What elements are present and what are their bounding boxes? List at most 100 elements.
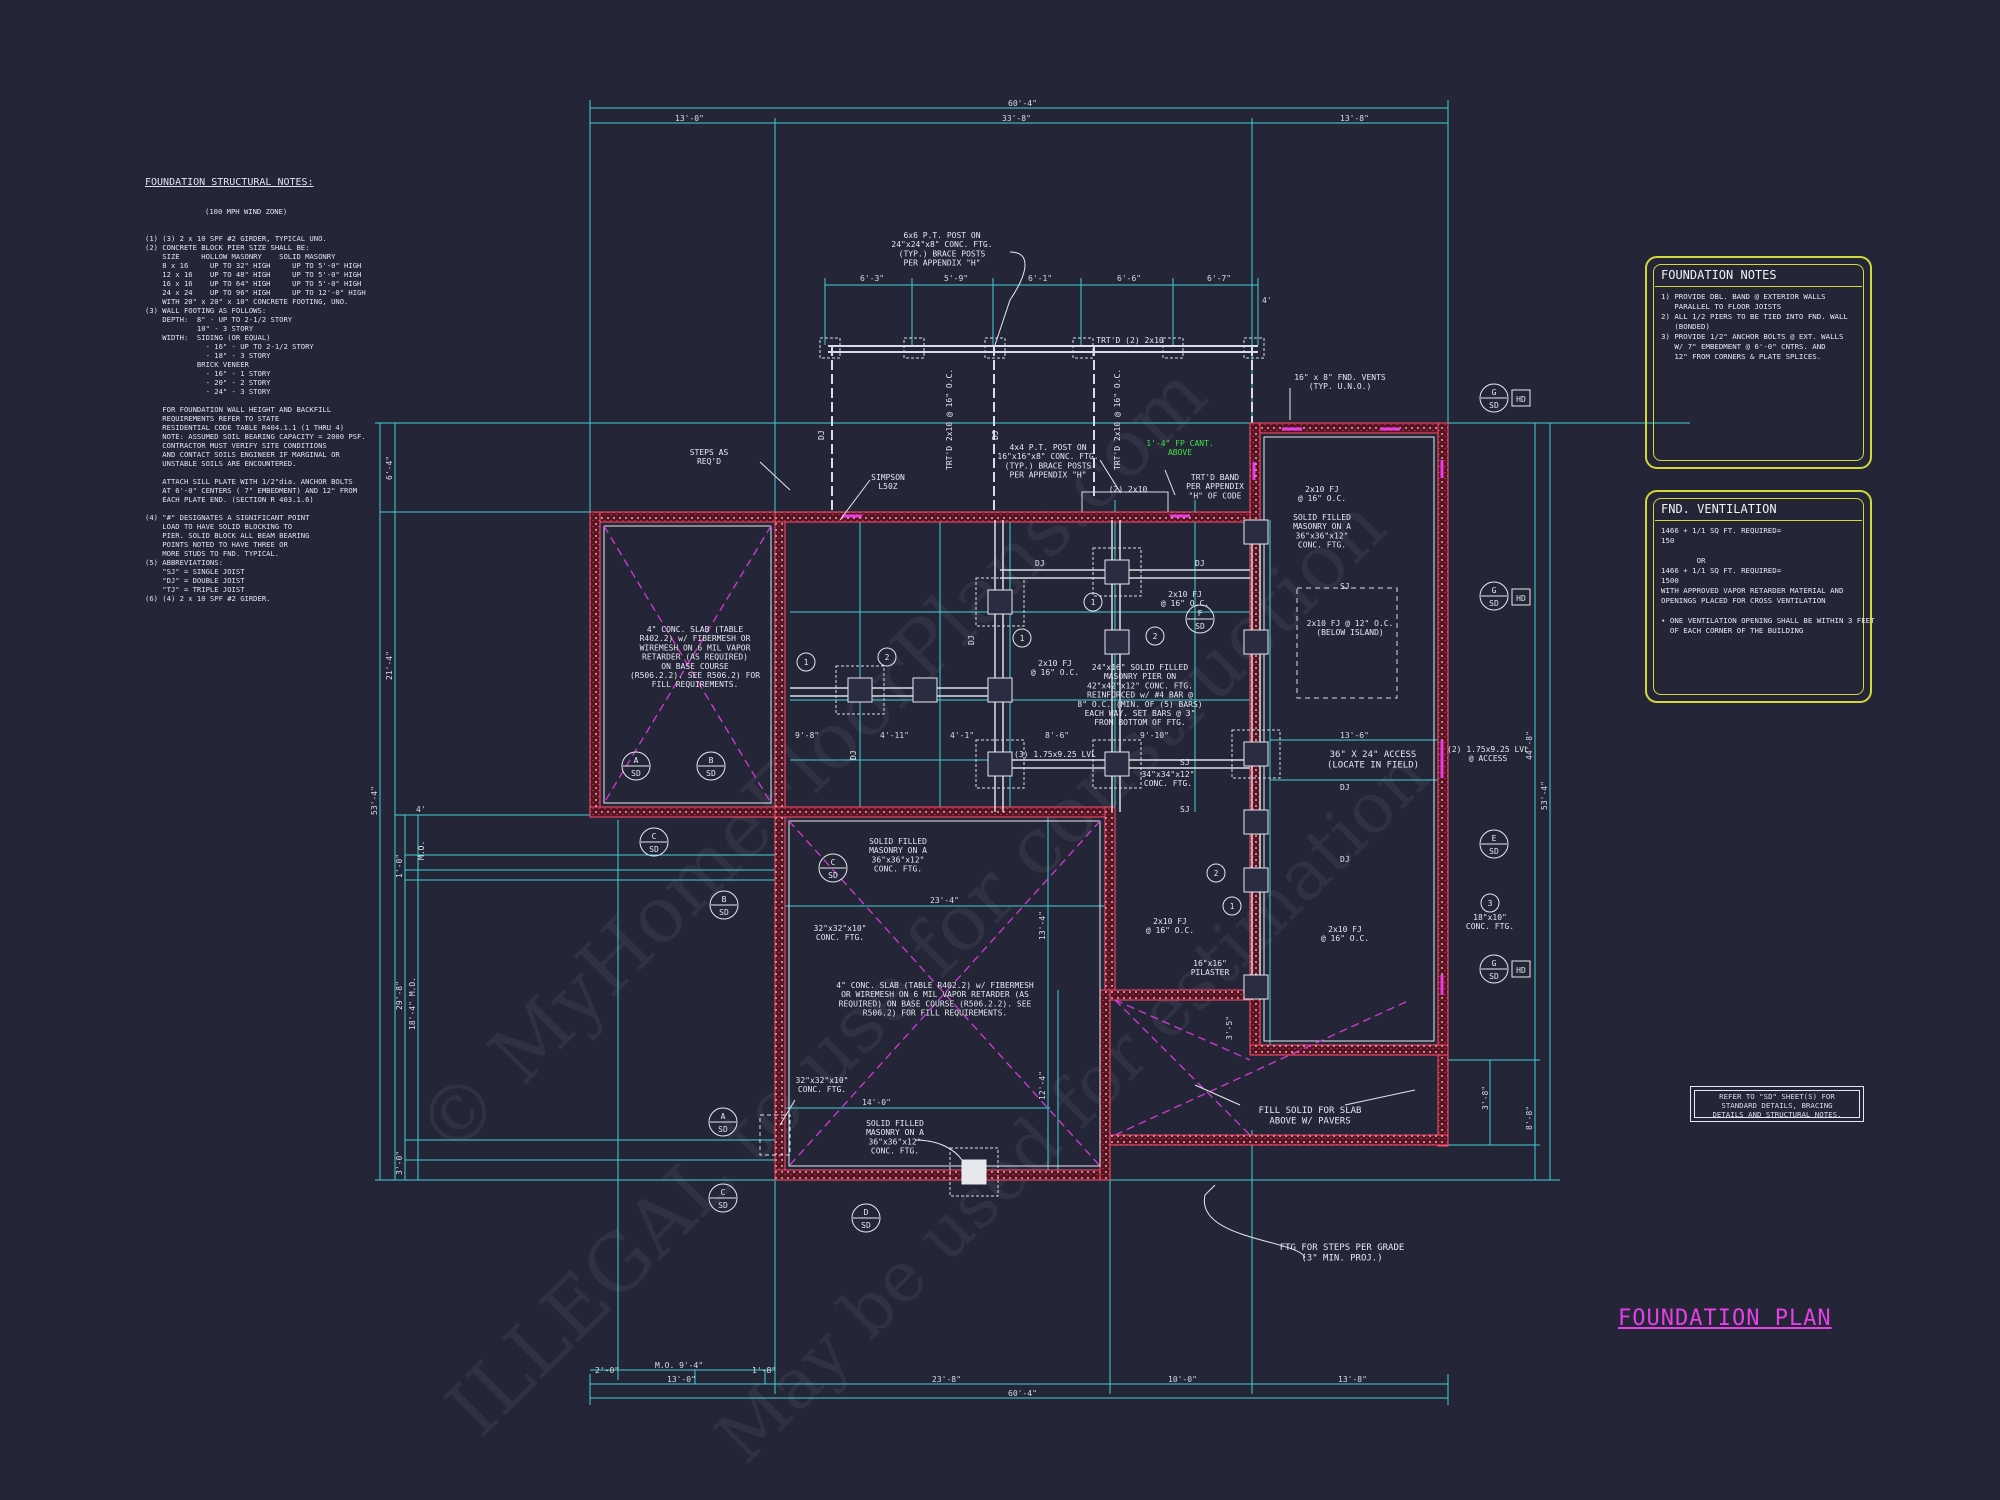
- note-line: 36"x36"x12": [872, 855, 925, 864]
- fnd-vents: [842, 427, 1444, 995]
- tag-sd-2: SD: [706, 769, 716, 778]
- note-line: PILASTER: [1191, 968, 1230, 977]
- dj-label-2: DJ: [1195, 559, 1205, 568]
- sj-label-1: SJ: [1340, 582, 1350, 591]
- foundation-notes-box: FOUNDATION NOTES 1) PROVIDE DBL. BAND @ …: [1645, 256, 1872, 469]
- note-line: 42"x42"x12" CONC. FTG.: [1087, 681, 1193, 690]
- dim-left-mo: 18'-4" M.O.: [408, 977, 417, 1030]
- tag-sd-6: SD: [718, 1125, 728, 1134]
- dim-step-14: 14'-0": [862, 1098, 891, 1107]
- note-line: FROM BOTTOM OF FTG.: [1094, 718, 1186, 727]
- tag-d-1: D: [864, 1208, 869, 1217]
- tag-g-2: G: [1492, 586, 1497, 595]
- note-line: ABOVE: [1168, 448, 1192, 457]
- note-line: 16"x16"x8" CONC. FTG.: [997, 452, 1098, 461]
- key-2-a: 2: [885, 653, 890, 662]
- note-slab-garage: 4" CONC. SLAB (TABLE R402.2) w/ FIBERMES…: [836, 981, 1034, 1018]
- note-line: 2x10 FJ: [1328, 925, 1362, 934]
- note-line: (TYP.) BRACE POSTS: [1005, 461, 1092, 470]
- sj-label-3: SJ: [1180, 758, 1190, 767]
- note-line: (2) 1.75x9.25 LVL: [1447, 745, 1529, 754]
- tag-sd-8: SD: [861, 1221, 871, 1230]
- note-line: @ 16" O.C.: [1321, 934, 1369, 943]
- tag-b-1: B: [709, 756, 714, 765]
- note-line: ABOVE W/ PAVERS: [1269, 1116, 1350, 1126]
- note-line: CONC. FTG.: [871, 1147, 919, 1156]
- tag-sd-4: SD: [719, 908, 729, 917]
- note-line: PER APPENDIX "H": [903, 259, 980, 268]
- note-line: MASONRY ON A: [869, 846, 927, 855]
- note-line: 36" X 24" ACCESS: [1330, 750, 1417, 760]
- note-line: 2x10 FJ: [1038, 659, 1072, 668]
- tag-sd-5: SD: [828, 871, 838, 880]
- note-line: @ 16" O.C.: [1161, 599, 1209, 608]
- foundation-notes-title: FOUNDATION NOTES: [1661, 268, 1777, 282]
- note-line: 6x6 P.T. POST ON: [903, 231, 980, 240]
- tag-sd-13: SD: [1489, 847, 1499, 856]
- tag-b-2: B: [722, 895, 727, 904]
- note-lvl: (3) 1.75x9.25 LVL: [1014, 750, 1096, 759]
- foundation-notes-body: 1) PROVIDE DBL. BAND @ EXTERIOR WALLS PA…: [1661, 292, 1848, 361]
- note-line: CONC. FTG.: [816, 933, 864, 942]
- note-line: WIREMESH ON 6 MIL VAPOR: [640, 643, 751, 652]
- note-line: FILL REQUIREMENTS.: [652, 680, 739, 689]
- tag-sd-3: SD: [649, 845, 659, 854]
- note-line: (2) 2x10: [1109, 485, 1148, 494]
- trtd-vertical-2: TRT'D 2x10 @ 16" O.C.: [1113, 369, 1122, 470]
- note-line: STEPS AS: [690, 448, 729, 457]
- note-line: CONC. FTG.: [1466, 922, 1514, 931]
- tag-c-3: C: [721, 1188, 726, 1197]
- note-line: FTG FOR STEPS PER GRADE: [1280, 1243, 1405, 1253]
- dim-right-2: 8'-8": [1525, 1106, 1534, 1130]
- tag-hd-3: HD: [1516, 966, 1526, 975]
- fnd-ventilation-box: FND. VENTILATION 1466 + 1/1 SQ FT. REQUI…: [1645, 490, 1875, 703]
- note-ftg-steps: FTG FOR STEPS PER GRADE(3" MIN. PROJ.): [1280, 1243, 1405, 1263]
- note-line: RETARDER (AS REQUIRED): [642, 653, 748, 662]
- piers: [847, 519, 1269, 1185]
- dim-86: 8'-6": [1045, 731, 1069, 740]
- note-line: (R506.2.2). SEE R506.2) FOR: [630, 671, 760, 680]
- structural-notes-body: (1) (3) 2 x 10 SPF #2 GIRDER, TYPICAL UN…: [145, 234, 366, 603]
- tag-sd-12: SD: [1489, 972, 1499, 981]
- note-cant: 1'-4" FP CANT.ABOVE: [1146, 439, 1213, 457]
- note-lvl-access: (2) 1.75x9.25 LVL@ ACCESS: [1447, 745, 1529, 763]
- refer-sd-note: REFER TO "SD" SHEET(S) FOR STANDARD DETA…: [1694, 1090, 1860, 1119]
- note-line: 36"x36"x12": [869, 1137, 922, 1146]
- note-line: (BELOW ISLAND): [1316, 628, 1383, 637]
- dim-garage-d1: 13'-4": [1038, 911, 1047, 940]
- tag-hd-2: HD: [1516, 594, 1526, 603]
- fnd-ventilation-title: FND. VENTILATION: [1661, 502, 1777, 516]
- dim-porch-5: 6'-7": [1207, 274, 1231, 283]
- dim-porch-4: 6'-6": [1117, 274, 1141, 283]
- dim-bottom-2: 23'-8": [932, 1375, 961, 1384]
- note-line: 4" CONC. SLAB (TABLE: [647, 625, 744, 634]
- note-line: CONC. FTG.: [1144, 779, 1192, 788]
- note-line: (3" MIN. PROJ.): [1301, 1253, 1382, 1263]
- note-ftg-32b: 32"x32"x10"CONC. FTG.: [796, 1076, 849, 1094]
- foundation-notes-inner-border: [1653, 264, 1864, 461]
- note-trtd-2x10: (2) 2x10: [1109, 485, 1148, 494]
- foundation-walls: [589, 422, 1449, 1181]
- dj-label-7: DJ: [967, 635, 976, 645]
- dim-garage-d2: 12'-4": [1038, 1071, 1047, 1100]
- note-fj-a: 2x10 FJ@ 16" O.C.: [1161, 590, 1209, 608]
- dim-left-3: 29'-8": [395, 981, 404, 1010]
- structural-notes-title: FOUNDATION STRUCTURAL NOTES:: [145, 177, 314, 188]
- note-line: SIMPSON: [871, 473, 905, 482]
- dim-top-overall: 60'-4": [1008, 99, 1037, 108]
- note-line: MASONRY PIER ON: [1104, 672, 1176, 681]
- note-line: 32"x32"x10": [796, 1076, 849, 1085]
- key-1-a: 1: [804, 658, 809, 667]
- mo-label: M.O.: [417, 841, 426, 860]
- structural-notes-subtitle: (100 MPH WIND ZONE): [205, 207, 288, 216]
- note-line: CONC. FTG.: [1298, 541, 1346, 550]
- dim-98: 9'-8": [795, 731, 819, 740]
